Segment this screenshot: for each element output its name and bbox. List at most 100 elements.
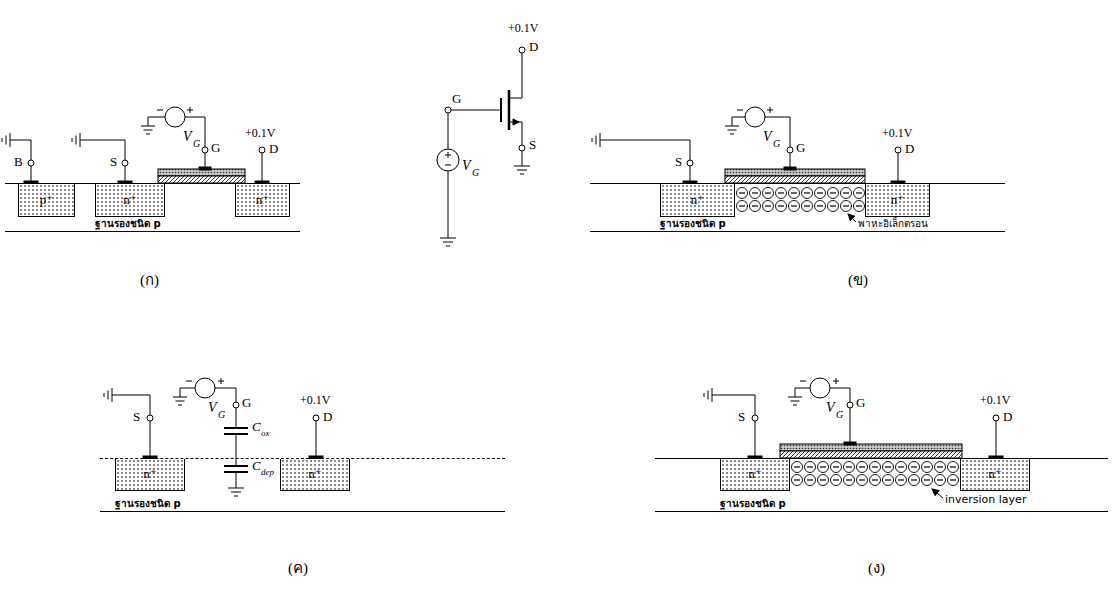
inversion-electrons-stroke — [922, 475, 933, 486]
region-label: p⁺ — [40, 193, 53, 207]
inversion-electrons-stroke — [911, 466, 917, 467]
panel-d-parts-stroke — [993, 415, 999, 421]
region-label: n⁺ — [748, 467, 761, 481]
substrate-band: ฐานรองชนิด pn⁺n⁺ — [590, 183, 1005, 232]
inversion-electrons-stroke — [831, 462, 842, 473]
electron-carriers-stroke — [765, 205, 771, 206]
electron-carriers-stroke — [763, 188, 774, 199]
panel-d-parts-stroke — [844, 442, 856, 445]
inversion-electrons-stroke — [896, 462, 907, 473]
electron-carriers-stroke — [843, 205, 849, 206]
electron-carriers-stroke — [817, 205, 823, 206]
nmos-symbol-stroke — [445, 113, 451, 238]
terminal-label: B — [14, 155, 23, 170]
inversion-electrons-stroke — [833, 466, 839, 467]
voltage-label: +0.1V — [300, 394, 330, 408]
inversion-electrons-stroke — [870, 462, 881, 473]
inversion-electrons-stroke — [857, 462, 868, 473]
electron-carriers-stroke — [815, 188, 826, 199]
annotation: inversion layer — [945, 494, 1026, 507]
inversion-electrons-stroke — [792, 462, 803, 473]
terminal-label: D — [905, 142, 914, 157]
panel-b-parts-stroke — [687, 160, 693, 166]
nmos-symbol-stroke — [451, 110, 501, 111]
inversion-electrons-stroke — [911, 479, 917, 480]
nmos-symbol-stroke — [514, 151, 530, 174]
panel-d-parts-stroke — [752, 415, 758, 421]
electron-carriers-stroke — [843, 192, 849, 193]
voltage-label: +0.1V — [508, 22, 538, 36]
inversion-electrons-stroke — [794, 466, 800, 467]
nmos-symbol-stroke — [509, 53, 522, 98]
terminal-label: D — [1003, 410, 1012, 425]
panel-a-parts-stroke — [28, 160, 34, 166]
panel-b-parts — [683, 107, 905, 184]
electron-carriers-stroke — [752, 192, 758, 193]
capacitor-subscript: dep — [261, 467, 274, 477]
substrate-band: ฐานรองชนิด pn⁺n⁺ — [100, 458, 505, 512]
panel-c-parts-stroke — [195, 378, 215, 398]
source-subscript: G — [773, 138, 780, 150]
electron-carriers-stroke — [765, 192, 771, 193]
panel-a-wiring-stroke — [262, 153, 263, 182]
inversion-electrons-stroke — [844, 475, 855, 486]
electron-carriers-stroke — [791, 205, 797, 206]
inversion-electrons-stroke — [924, 466, 930, 467]
doped-region: n⁺ — [280, 459, 350, 491]
doped-region: n⁺ — [660, 184, 735, 217]
inversion-electrons-stroke — [872, 466, 878, 467]
electron-carriers-stroke — [841, 188, 852, 199]
panel-b-wiring-stroke — [898, 153, 899, 182]
substrate-band: ฐานรองชนิด pp⁺n⁺n⁺ — [5, 183, 300, 232]
nmos-symbol-parts-stroke — [437, 149, 459, 171]
panel-a-wiring-stroke — [72, 133, 80, 147]
panel-b-parts-stroke — [784, 167, 796, 170]
panel-a-parts-stroke — [259, 147, 265, 153]
nmos-symbol-parts-stroke — [519, 47, 525, 53]
inversion-electrons-stroke — [883, 475, 894, 486]
inversion-electrons-stroke — [950, 466, 956, 467]
panel-a-parts-stroke — [199, 167, 211, 170]
electron-carriers-stroke — [737, 201, 748, 212]
inversion-electrons-stroke — [792, 475, 803, 486]
source-subscript: G — [193, 138, 200, 150]
panel-d-wiring-stroke — [830, 388, 850, 444]
inversion-electrons-stroke — [898, 466, 904, 467]
terminal-label: S — [738, 410, 745, 425]
region-label: n⁺ — [123, 193, 136, 207]
doped-region: p⁺ — [18, 184, 75, 217]
inversion-electrons-stroke — [859, 466, 865, 467]
terminal-label: S — [110, 155, 117, 170]
electron-carriers-stroke — [763, 201, 774, 212]
inversion-electrons-stroke — [846, 479, 852, 480]
electron-carriers-stroke — [830, 192, 836, 193]
inversion-electrons-stroke — [846, 466, 852, 467]
panel-d-parts-stroke — [780, 444, 962, 451]
capacitor-subscript: ox — [261, 428, 270, 438]
panel-d-wiring-stroke — [932, 489, 943, 498]
inversion-electrons-stroke — [820, 466, 826, 467]
electron-carriers-stroke — [802, 188, 813, 199]
panel-a-parts — [24, 107, 269, 184]
inversion-electrons-stroke — [883, 462, 894, 473]
inversion-electrons-stroke — [935, 462, 946, 473]
inversion-electrons-stroke — [950, 479, 956, 480]
panel-b-wiring-stroke — [848, 214, 856, 222]
inversion-electrons-stroke — [948, 475, 959, 486]
panel-d-wiring-stroke — [712, 395, 755, 457]
source-label: V — [462, 158, 471, 174]
inversion-electrons-stroke — [885, 479, 891, 480]
nmos-symbol-parts-stroke — [445, 107, 451, 113]
panel-d-wiring-stroke — [996, 421, 997, 457]
electron-carriers-stroke — [750, 188, 761, 199]
source-subscript: G — [472, 167, 479, 179]
source-label: V — [208, 400, 217, 416]
panel-a-wiring — [2, 107, 262, 183]
panel-b-wiring-stroke — [592, 133, 600, 147]
electron-carriers-stroke — [828, 201, 839, 212]
panel-c-wiring-stroke — [104, 388, 112, 402]
doped-region: n⁺ — [960, 459, 1030, 491]
panel-c-parts — [143, 378, 323, 459]
